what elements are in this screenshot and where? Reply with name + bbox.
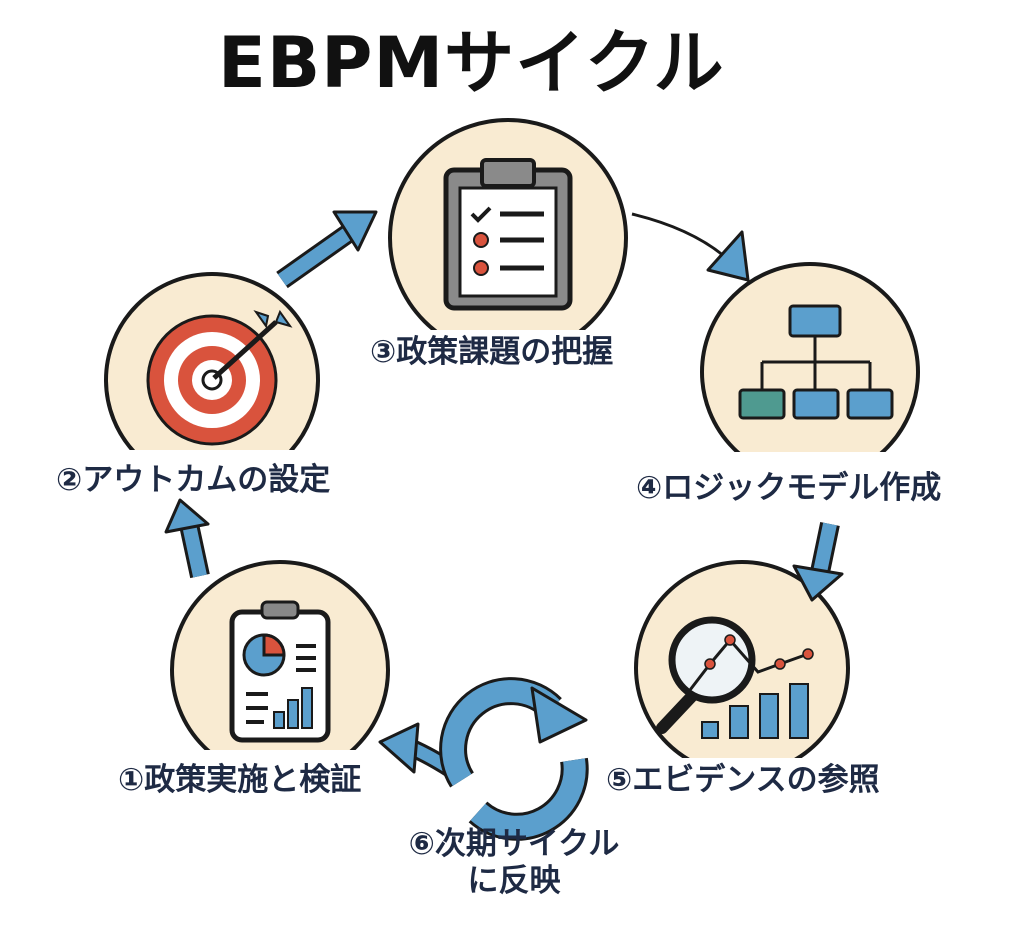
step2-number: ② xyxy=(56,462,83,498)
step6-text-line1: 次期サイクル xyxy=(434,826,620,862)
step5-text: エビデンスの参照 xyxy=(632,762,880,798)
checklist-clipboard-icon xyxy=(443,158,573,311)
step6-number: ⑥ xyxy=(408,826,435,862)
arrow-4-to-5 xyxy=(792,521,844,602)
org-chart-icon xyxy=(738,304,894,420)
cycle-arrows-icon xyxy=(439,677,589,841)
step1-label: ①政策実施と検証 xyxy=(118,762,361,799)
step5-label: ⑤エビデンスの参照 xyxy=(606,762,880,799)
step2-text: アウトカムの設定 xyxy=(82,462,331,498)
step6-line1: ⑥次期サイクル xyxy=(384,826,644,863)
step4-circle xyxy=(700,262,920,452)
step1-number: ① xyxy=(118,762,145,798)
arrow-3-to-4 xyxy=(631,212,750,282)
step4-label: ④ロジックモデル作成 xyxy=(636,470,941,507)
step2-label: ②アウトカムの設定 xyxy=(56,462,330,499)
step3-text: 政策課題の把握 xyxy=(396,334,614,370)
step4-text: ロジックモデル作成 xyxy=(662,470,942,506)
magnifier-chart-icon xyxy=(656,616,814,739)
step6-text-line2: に反映 xyxy=(467,863,561,900)
step4-number: ④ xyxy=(636,470,663,506)
step1-text: 政策実施と検証 xyxy=(144,762,362,798)
step3-number: ③ xyxy=(370,334,397,370)
step5-number: ⑤ xyxy=(606,762,633,798)
arrow-2-to-3 xyxy=(276,210,378,289)
step3-label: ③政策課題の把握 xyxy=(370,334,613,371)
clipboard-report-icon xyxy=(229,600,331,743)
arrow-1-to-2 xyxy=(164,498,210,579)
target-icon xyxy=(146,309,293,446)
step6-label: ⑥次期サイクル に反映 xyxy=(384,826,644,900)
page-title: EBPMサイクル xyxy=(218,22,725,104)
